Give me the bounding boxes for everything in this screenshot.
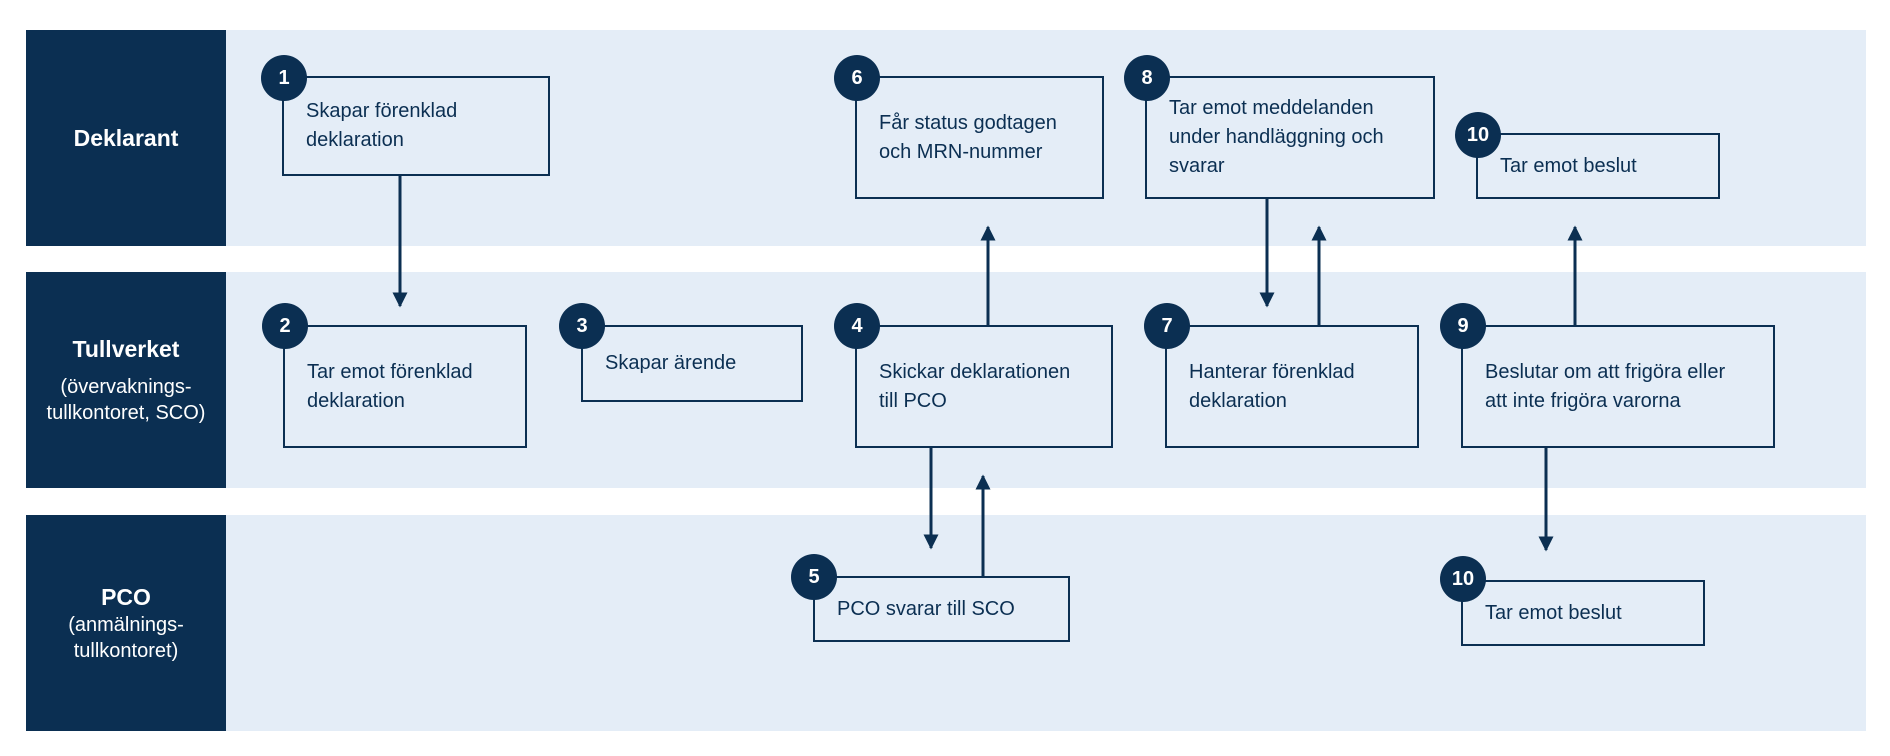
step-box-5: PCO svarar till SCO (813, 576, 1070, 642)
lane-subtitle: (anmälnings- tullkontoret) (68, 614, 184, 662)
step-text: Beslutar om att frigöra eller att inte f… (1485, 360, 1726, 412)
step-box-1: Skapar förenklad deklaration (282, 76, 550, 176)
step-number-badge-2: 2 (262, 303, 308, 349)
step-text: PCO svarar till SCO (837, 597, 1015, 620)
step-box-10-pco: Tar emot beslut (1461, 580, 1705, 646)
step-number-badge-5: 5 (791, 554, 837, 600)
step-text: Tar emot beslut (1500, 154, 1637, 177)
step-text: Tar emot beslut (1485, 601, 1622, 624)
step-number-badge-7: 7 (1144, 303, 1190, 349)
step-text: Skapar ärende (605, 352, 737, 374)
step-number-badge-9: 9 (1440, 303, 1486, 349)
step-box-9: Beslutar om att frigöra eller att inte f… (1461, 325, 1775, 448)
step-box-10-deklarant: Tar emot beslut (1476, 133, 1720, 199)
step-box-4: Skickar deklarationen till PCO (855, 325, 1113, 448)
lane-label-pco: PCO (anmälnings- tullkontoret) (26, 515, 226, 731)
lane-title: Tullverket (72, 336, 180, 362)
step-box-3: Skapar ärende (581, 325, 803, 402)
step-box-2: Tar emot förenklad deklaration (283, 325, 527, 448)
step-text: Skapar förenklad deklaration (306, 100, 458, 151)
step-text: Tar emot meddelanden under handläggning … (1169, 97, 1384, 177)
step-text: Hanterar förenklad deklaration (1189, 360, 1355, 412)
step-number-badge-1: 1 (261, 55, 307, 101)
step-number-badge-4: 4 (834, 303, 880, 349)
step-text: Skickar deklarationen till PCO (879, 360, 1071, 412)
lane-label-deklarant: Deklarant (26, 30, 226, 246)
lane-title: PCO (101, 584, 151, 610)
step-number-badge-8: 8 (1124, 55, 1170, 101)
step-text: Tar emot förenklad deklaration (307, 360, 473, 412)
lane-subtitle: (övervaknings- tullkontoret, SCO) (46, 376, 206, 424)
step-number-badge-6: 6 (834, 55, 880, 101)
step-number-badge-3: 3 (559, 303, 605, 349)
step-number-badge-10-deklarant: 10 (1455, 112, 1501, 158)
step-box-7: Hanterar förenklad deklaration (1165, 325, 1419, 448)
lane-label-tullverket: Tullverket (övervaknings- tullkontoret, … (26, 272, 226, 488)
step-number-badge-10-pco: 10 (1440, 556, 1486, 602)
step-text: Får status godtagen och MRN-nummer (879, 111, 1057, 163)
lane-title: Deklarant (73, 125, 179, 151)
step-box-8: Tar emot meddelanden under handläggning … (1145, 76, 1435, 199)
step-box-6: Får status godtagen och MRN-nummer (855, 76, 1104, 199)
